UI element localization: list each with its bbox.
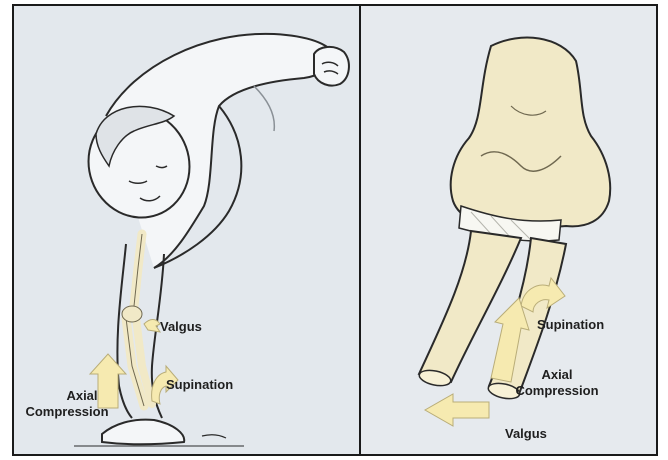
valgus-arrow-left [144, 320, 160, 333]
valgus-arrow-right [425, 394, 489, 426]
label-axial-left-line2: Compression [14, 404, 120, 419]
fist [314, 47, 349, 86]
elbow-drawing [361, 6, 656, 454]
label-axial-left-line1: Axial [42, 388, 122, 403]
label-supination-right: Supination [537, 317, 604, 332]
right-panel-elbow-bones: Supination Axial Compression Valgus [361, 6, 656, 454]
label-valgus-left: Valgus [160, 319, 202, 334]
hand [102, 420, 184, 445]
label-supination-left: Supination [166, 377, 233, 392]
label-axial-right-line2: Compression [511, 383, 603, 398]
left-panel-fall-illustration: Valgus Supination Axial Compression [14, 6, 359, 454]
label-valgus-right: Valgus [505, 426, 547, 441]
label-axial-right-line1: Axial [517, 367, 597, 382]
figure-frame: Valgus Supination Axial Compression [12, 4, 658, 456]
humerus [451, 38, 610, 228]
